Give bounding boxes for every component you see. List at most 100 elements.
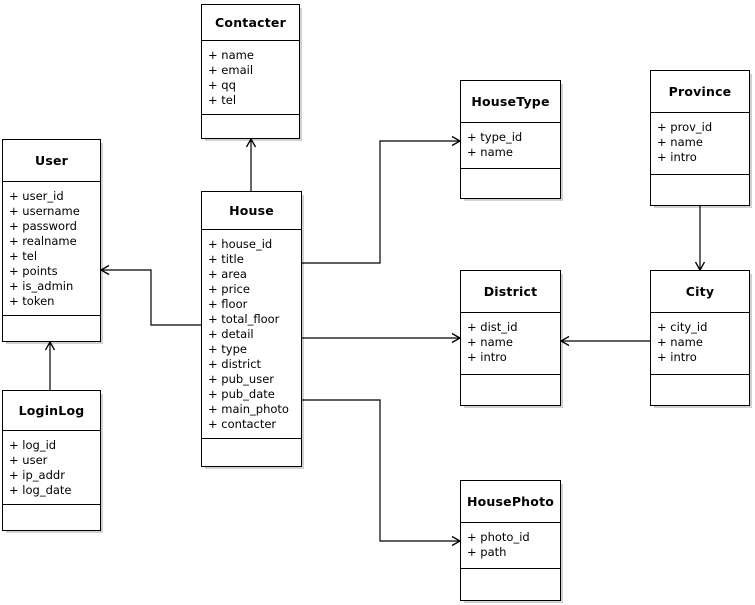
operation-compartment-loginlog	[3, 505, 100, 530]
attribute-name: district	[221, 357, 262, 371]
visibility-marker: +	[208, 48, 218, 62]
arrowhead	[559, 335, 570, 347]
class-box-housephoto[interactable]: HousePhoto+ photo_id+ path	[460, 480, 561, 601]
attribute-row: + dist_id	[467, 320, 560, 335]
attribute-row: + district	[208, 357, 301, 372]
visibility-marker: +	[208, 282, 218, 296]
visibility-marker: +	[467, 320, 477, 334]
visibility-marker: +	[467, 530, 477, 544]
attribute-name: password	[22, 219, 77, 233]
class-box-city[interactable]: City+ city_id+ name+ intro	[650, 270, 750, 406]
visibility-marker: +	[208, 372, 218, 386]
attribute-name: pub_date	[221, 387, 275, 401]
attribute-row: + type	[208, 342, 301, 357]
attribute-row: + user	[9, 453, 100, 468]
connector-house-to-contacter	[245, 137, 257, 191]
attribute-row: + username	[9, 204, 100, 219]
attribute-name: total_floor	[221, 312, 280, 326]
connector-loginlog-to-user	[44, 340, 56, 390]
attribute-row: + name	[467, 145, 560, 160]
class-name-housephoto: HousePhoto	[461, 481, 560, 523]
attribute-row: + log_date	[9, 483, 100, 498]
attribute-row: + points	[9, 264, 100, 279]
attribute-name: intro	[670, 350, 697, 364]
attribute-name: type	[221, 342, 247, 356]
class-name-loginlog: LoginLog	[3, 391, 100, 431]
connector-province-to-city	[694, 206, 706, 272]
arrowhead	[44, 340, 56, 351]
class-name-user: User	[3, 140, 100, 182]
visibility-marker: +	[9, 468, 19, 482]
visibility-marker: +	[9, 438, 19, 452]
visibility-marker: +	[208, 312, 218, 326]
visibility-marker: +	[9, 279, 19, 293]
attribute-name: log_id	[22, 438, 57, 452]
attribute-name: city_id	[670, 320, 708, 334]
class-box-user[interactable]: User+ user_id+ username+ password+ realn…	[2, 139, 101, 342]
attribute-row: + user_id	[9, 189, 100, 204]
attribute-row: + detail	[208, 327, 301, 342]
attribute-compartment-province: + prov_id+ name+ intro	[651, 113, 749, 175]
attribute-name: qq	[221, 78, 236, 92]
visibility-marker: +	[657, 135, 667, 149]
attribute-row: + password	[9, 219, 100, 234]
attribute-compartment-housephoto: + photo_id+ path	[461, 523, 560, 569]
operation-compartment-housetype	[461, 169, 560, 198]
attribute-row: + log_id	[9, 438, 100, 453]
attribute-row: + photo_id	[467, 530, 560, 545]
attribute-name: path	[480, 545, 507, 559]
attribute-name: area	[221, 267, 247, 281]
connector-city-to-district	[559, 335, 650, 347]
visibility-marker: +	[9, 483, 19, 497]
class-box-housetype[interactable]: HouseType+ type_id+ name	[460, 80, 561, 199]
visibility-marker: +	[467, 350, 477, 364]
attribute-row: + price	[208, 282, 301, 297]
class-name-housetype: HouseType	[461, 81, 560, 123]
visibility-marker: +	[208, 342, 218, 356]
attribute-name: title	[221, 252, 244, 266]
class-box-loginlog[interactable]: LoginLog+ log_id+ user+ ip_addr+ log_dat…	[2, 390, 101, 531]
visibility-marker: +	[9, 264, 19, 278]
class-name-contacter: Contacter	[202, 5, 299, 41]
attribute-name: main_photo	[221, 402, 289, 416]
attribute-name: ip_addr	[22, 468, 65, 482]
attribute-row: + name	[657, 135, 749, 150]
attribute-name: name	[221, 48, 254, 62]
attribute-row: + pub_user	[208, 372, 301, 387]
visibility-marker: +	[208, 357, 218, 371]
attribute-name: token	[22, 294, 55, 308]
connector-house-to-housetype	[302, 135, 462, 264]
visibility-marker: +	[9, 204, 19, 218]
class-name-district: District	[461, 271, 560, 313]
attribute-name: intro	[480, 350, 507, 364]
attribute-row: + main_photo	[208, 402, 301, 417]
attribute-name: name	[670, 135, 703, 149]
attribute-compartment-contacter: + name+ email+ qq+ tel	[202, 41, 299, 115]
class-box-province[interactable]: Province+ prov_id+ name+ intro	[650, 70, 750, 206]
attribute-name: name	[480, 145, 513, 159]
visibility-marker: +	[467, 335, 477, 349]
operation-compartment-user	[3, 316, 100, 341]
visibility-marker: +	[467, 145, 477, 159]
attribute-row: + city_id	[657, 320, 749, 335]
attribute-compartment-housetype: + type_id+ name	[461, 123, 560, 169]
visibility-marker: +	[9, 189, 19, 203]
class-box-house[interactable]: House+ house_id+ title+ area+ price+ flo…	[201, 191, 302, 467]
visibility-marker: +	[208, 78, 218, 92]
attribute-row: + ip_addr	[9, 468, 100, 483]
attribute-row: + name	[657, 335, 749, 350]
attribute-row: + email	[208, 63, 299, 78]
visibility-marker: +	[9, 453, 19, 467]
operation-compartment-house	[202, 439, 301, 466]
attribute-name: type_id	[480, 130, 523, 144]
visibility-marker: +	[657, 120, 667, 134]
class-box-district[interactable]: District+ dist_id+ name+ intro	[460, 270, 561, 406]
class-box-contacter[interactable]: Contacter+ name+ email+ qq+ tel	[201, 4, 300, 139]
attribute-name: tel	[221, 93, 237, 107]
attribute-row: + type_id	[467, 130, 560, 145]
attribute-row: + total_floor	[208, 312, 301, 327]
visibility-marker: +	[208, 417, 218, 431]
arrowhead	[451, 135, 462, 147]
arrowhead	[451, 535, 462, 547]
